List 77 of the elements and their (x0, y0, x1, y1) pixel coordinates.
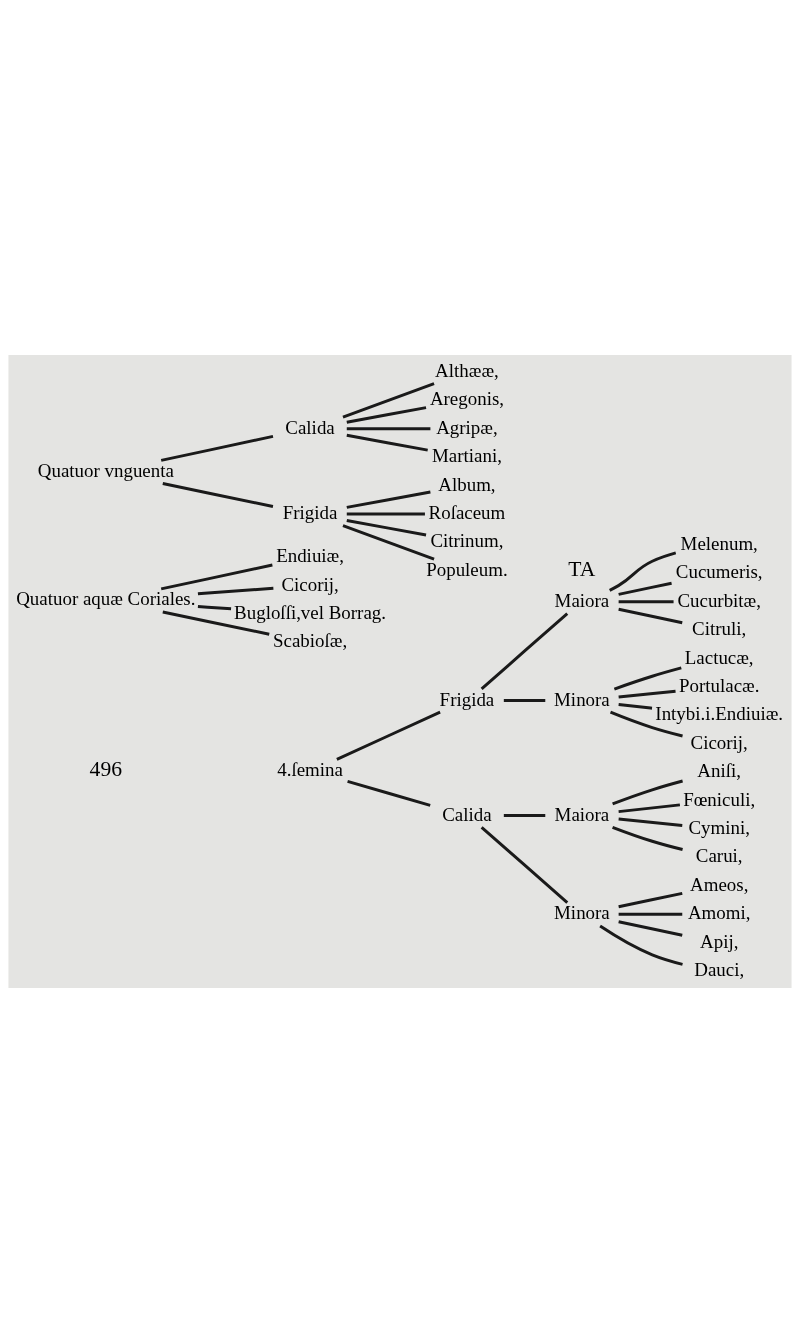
connector (618, 891, 683, 909)
connector (346, 512, 425, 516)
connector (160, 563, 273, 591)
connector (618, 600, 674, 604)
node-text: Melenum, (680, 533, 758, 555)
connector (612, 825, 683, 851)
node-text: Scabioſæ, (273, 630, 348, 652)
node-text: Roſaceum (428, 501, 506, 523)
connector (480, 826, 569, 904)
node-text: Cicorij, (281, 573, 339, 595)
node-text: Agripæ, (436, 416, 498, 438)
label: 496 (89, 757, 123, 782)
node-text: Album, (438, 473, 496, 495)
connector (346, 519, 427, 537)
connector (197, 605, 232, 611)
node-text: Cymini, (688, 817, 750, 839)
node-text: Ameos, (690, 873, 749, 895)
node-text: Endiuiæ, (276, 545, 344, 567)
connector (618, 920, 683, 937)
connector (347, 779, 431, 807)
connector (599, 924, 683, 966)
connector (618, 689, 676, 699)
node-text: Cucumeris, (675, 561, 763, 583)
connector (346, 406, 427, 424)
node-text: Calida (442, 803, 492, 825)
connector (609, 710, 683, 738)
node-text: Carui, (695, 845, 743, 867)
connector (618, 817, 683, 827)
node-text: Amomi, (687, 902, 751, 924)
connector (162, 482, 274, 508)
connector (346, 433, 428, 452)
node-text: Martiani, (432, 445, 502, 467)
node-text: Maiora (554, 803, 610, 825)
node-text: Minora (554, 902, 610, 924)
node-text: Citruli, (692, 618, 747, 640)
connector (618, 581, 672, 596)
node-text: Fœniculi, (683, 788, 756, 810)
node-text: Aregonis, (429, 388, 505, 410)
connector (162, 610, 270, 636)
connector (612, 779, 683, 806)
connector (342, 524, 435, 561)
node-text: Calida (285, 416, 335, 438)
connector (197, 586, 274, 596)
connector (503, 699, 546, 703)
node-text: 4.ſemina (277, 758, 343, 780)
node-text: Frigida (282, 501, 338, 523)
connector (609, 551, 677, 592)
node-text: Citrinum, (430, 530, 504, 552)
node-text: Minora (554, 688, 610, 710)
connector (618, 803, 681, 814)
connector (480, 612, 569, 690)
label: TA (568, 556, 596, 581)
node-text: Maiora (554, 589, 610, 611)
node-text: Aniſi, (697, 760, 742, 782)
connector (618, 607, 683, 625)
node-text: Frigida (439, 688, 495, 710)
node-text: Quatuor aquæ Coriales. (16, 588, 196, 610)
connector (346, 427, 431, 431)
node-text: Quatuor vnguenta (37, 460, 174, 481)
node-text: Cucurbitæ, (677, 589, 761, 611)
node-text: Althææ, (435, 359, 499, 381)
node-text: Populeum. (426, 558, 508, 580)
node-text: Lactucæ, (684, 646, 754, 668)
connector (613, 666, 682, 691)
connector (618, 703, 653, 710)
node-text: Bugloſſi,vel Borrag. (234, 602, 386, 624)
connector (336, 710, 441, 761)
connector (342, 382, 435, 419)
connector (618, 912, 683, 916)
node-text: Dauci, (694, 959, 745, 981)
node-text: Cicorij, (690, 731, 748, 753)
node-text: Portulacæ. (678, 675, 760, 697)
connector (160, 434, 274, 462)
node-text: Apij, (700, 930, 739, 952)
connector (503, 814, 546, 818)
node-text: Intybi.i.Endiuiæ. (655, 703, 784, 725)
connector (346, 490, 431, 509)
